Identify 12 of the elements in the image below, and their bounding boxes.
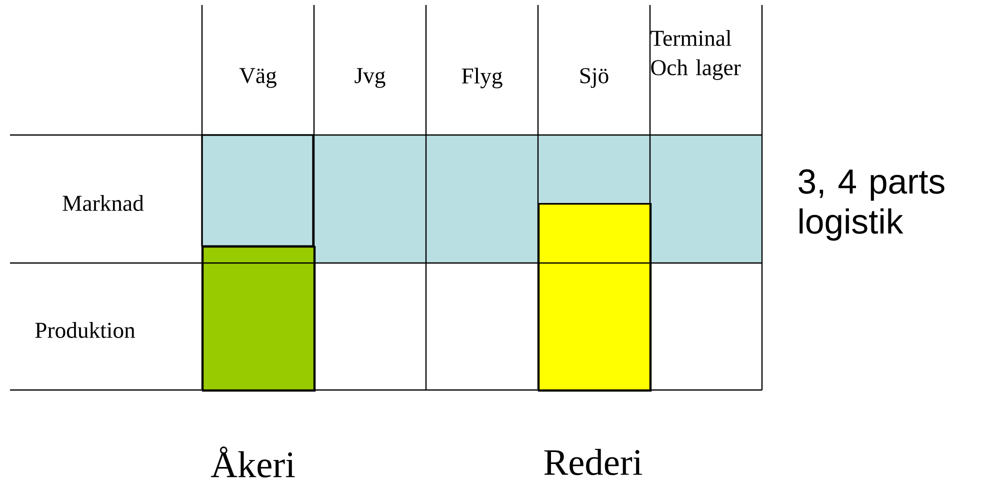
column-header: Sjö <box>580 68 608 88</box>
bar <box>202 246 316 392</box>
row-label: Produktion <box>35 322 136 338</box>
column-header: Flyg <box>462 68 502 88</box>
bar-caption: Åkeri <box>210 446 295 478</box>
column-header: Väg <box>239 68 276 88</box>
row-label: Marknad <box>62 195 144 211</box>
column-header: Jvg <box>354 68 386 88</box>
bar <box>538 202 652 392</box>
column-header: Terminal Och lager <box>650 30 741 80</box>
bar-caption: Rederi <box>544 448 642 476</box>
side-note: 3, 4 parts logistik <box>798 169 944 241</box>
